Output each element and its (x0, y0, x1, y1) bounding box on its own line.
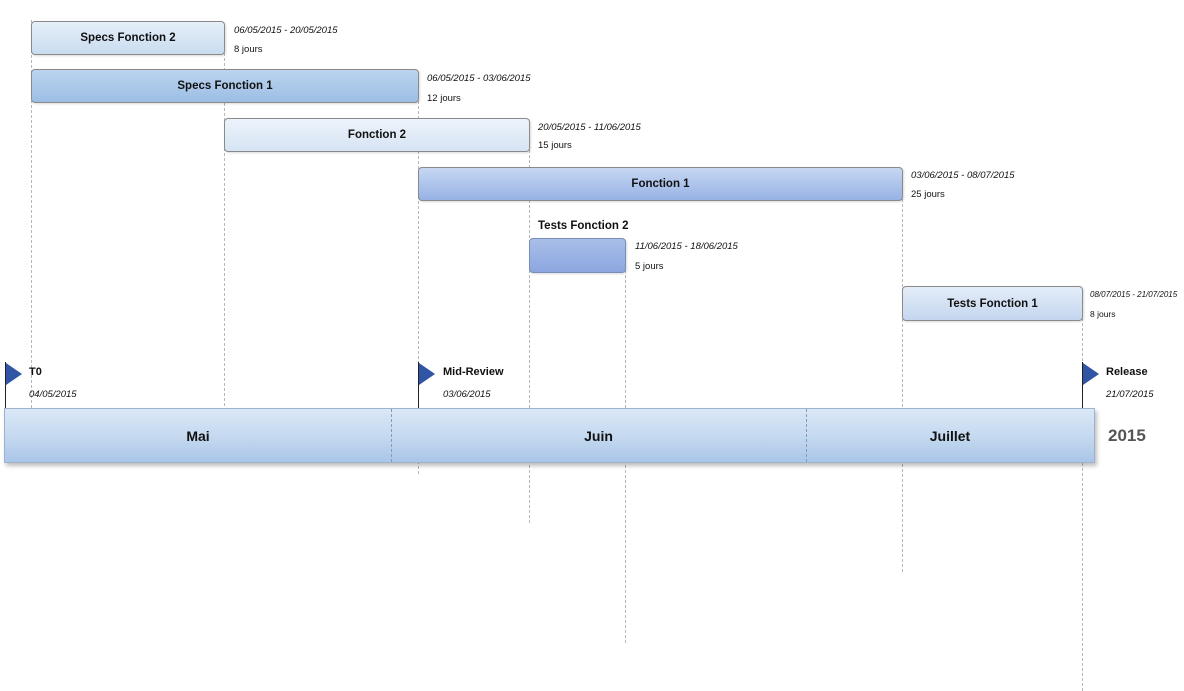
milestone-line (1082, 362, 1083, 408)
month-label-mai: Mai (186, 427, 210, 444)
task-duration: 8 jours (1090, 309, 1116, 319)
task-bar-specs-fonction-2[interactable]: Specs Fonction 2 (31, 21, 225, 55)
milestone-date: 04/05/2015 (29, 389, 77, 400)
guide-line (31, 20, 32, 408)
task-duration: 25 jours (911, 189, 945, 200)
task-label: Tests Fonction 1 (947, 297, 1038, 310)
milestone-line (5, 362, 6, 408)
milestone-label-t0: T0 (29, 366, 42, 378)
task-duration: 8 jours (234, 44, 263, 55)
task-dates: 20/05/2015 - 11/06/2015 (538, 122, 641, 133)
task-dates: 11/06/2015 - 18/06/2015 (635, 241, 738, 252)
year-label: 2015 (1108, 426, 1146, 445)
milestone-label-release: Release (1106, 366, 1148, 378)
timescale-band: Mai Juin Juillet (4, 408, 1095, 463)
task-dates: 06/05/2015 - 20/05/2015 (234, 25, 338, 36)
task-duration: 12 jours (427, 93, 461, 104)
task-dates: 08/07/2015 - 21/07/2015 (1090, 290, 1178, 299)
month-separator (391, 409, 392, 462)
task-bar-tests-fonction-1[interactable]: Tests Fonction 1 (902, 286, 1083, 321)
task-dates: 06/05/2015 - 03/06/2015 (427, 73, 531, 84)
month-separator (806, 409, 807, 462)
month-label-juin: Juin (584, 427, 613, 444)
task-duration: 5 jours (635, 261, 664, 272)
task-bar-specs-fonction-1[interactable]: Specs Fonction 1 (31, 69, 419, 103)
guide-line (418, 86, 419, 474)
month-label-juillet: Juillet (929, 427, 971, 444)
task-label: Specs Fonction 2 (80, 32, 176, 44)
milestone-flag-icon[interactable] (6, 363, 22, 385)
guide-line (902, 184, 903, 572)
milestone-label-mid-review: Mid-Review (443, 366, 504, 378)
task-label: Specs Fonction 1 (177, 80, 273, 92)
task-label: Fonction 2 (347, 129, 407, 141)
guide-line (224, 38, 225, 426)
task-duration: 15 jours (538, 140, 572, 151)
milestone-flag-icon[interactable] (419, 363, 435, 385)
task-label-tests-fonction-2: Tests Fonction 2 (538, 220, 629, 232)
milestone-date: 21/07/2015 (1106, 389, 1154, 400)
task-dates: 03/06/2015 - 08/07/2015 (911, 170, 1015, 181)
task-label: Fonction 1 (631, 178, 690, 190)
milestone-line (418, 362, 419, 408)
guide-line (529, 135, 530, 523)
task-bar-fonction-2[interactable]: Fonction 2 (224, 118, 530, 152)
milestone-date: 03/06/2015 (443, 389, 491, 400)
task-bar-tests-fonction-2[interactable] (529, 238, 626, 273)
milestone-flag-icon[interactable] (1083, 363, 1099, 385)
task-bar-fonction-1[interactable]: Fonction 1 (418, 167, 903, 201)
